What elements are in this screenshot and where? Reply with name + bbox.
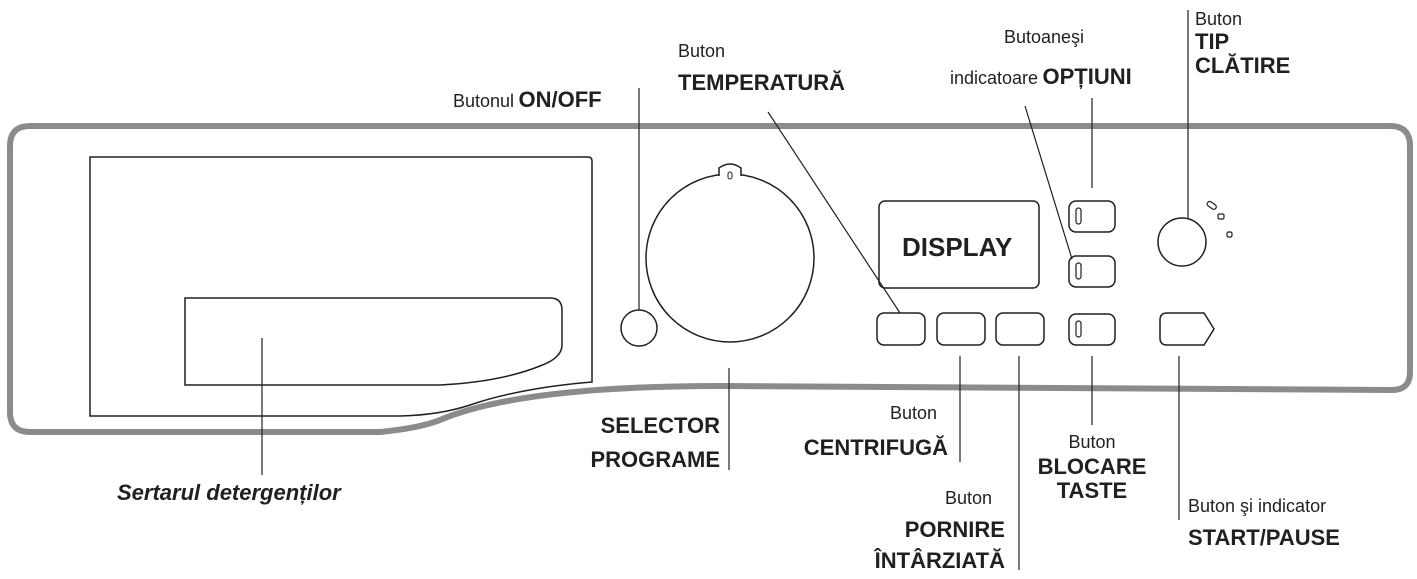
delay-start-name1: PORNIRE xyxy=(904,517,1005,542)
rinse-type-knob[interactable] xyxy=(1157,217,1207,267)
start-pause-name: START/PAUSE xyxy=(1188,525,1340,550)
option-indicator-2 xyxy=(1075,262,1082,280)
options-line2: indicatoare OPȚIUNI xyxy=(950,66,1132,88)
start-pause-prefix: Buton şi indicator xyxy=(1188,496,1327,516)
leader-option-middle xyxy=(1024,105,1073,260)
leader-temperature xyxy=(767,111,901,314)
delay-start-button[interactable] xyxy=(995,312,1045,346)
delay-start-prefix: Buton xyxy=(945,488,993,508)
on-off-label: Butonul ON/OFF xyxy=(453,89,602,111)
spin-button[interactable] xyxy=(936,312,986,346)
detergent-drawer-label: Sertarul detergenților xyxy=(117,480,341,505)
options-line1: Butoaneşi xyxy=(1004,27,1085,47)
control-panel-outline xyxy=(7,123,1413,435)
program-selector-indicator xyxy=(727,171,733,180)
rinse-indicator-1 xyxy=(1206,200,1217,210)
temperature-name: TEMPERATURĂ xyxy=(678,70,846,95)
detergent-drawer-handle xyxy=(184,297,563,386)
spin-name: CENTRIFUGĂ xyxy=(803,435,948,460)
start-pause-button[interactable] xyxy=(1159,312,1215,346)
options-name: OPȚIUNI xyxy=(1042,64,1132,89)
key-lock-indicator xyxy=(1075,320,1082,338)
program-selector-line1: SELECTOR xyxy=(600,413,720,438)
spin-prefix: Buton xyxy=(890,403,938,423)
temperature-button[interactable] xyxy=(876,312,926,346)
rinse-type-name2: CLĂTIRE xyxy=(1195,53,1291,78)
rinse-type-prefix: Buton xyxy=(1195,9,1243,29)
key-lock-name1: BLOCARE xyxy=(1037,454,1147,479)
rinse-indicator-3 xyxy=(1226,231,1233,238)
program-selector-notch xyxy=(718,163,742,176)
on-off-prefix: Butonul xyxy=(453,91,515,111)
option-indicator-1 xyxy=(1075,207,1082,225)
key-lock-prefix: Buton xyxy=(1068,432,1116,452)
delay-start-name2: ÎNTÂRZIATĂ xyxy=(874,548,1005,573)
on-off-name: ON/OFF xyxy=(518,87,602,112)
on-off-button[interactable] xyxy=(620,309,658,347)
rinse-indicator-2 xyxy=(1217,213,1225,220)
options-prefix: indicatoare xyxy=(950,68,1039,88)
key-lock-name2: TASTE xyxy=(1056,478,1128,503)
program-selector-line2: PROGRAME xyxy=(590,447,720,472)
display-screen xyxy=(878,200,1040,289)
program-selector-knob[interactable] xyxy=(645,173,815,343)
display-label: DISPLAY xyxy=(902,232,1013,262)
temperature-prefix: Buton xyxy=(678,41,726,61)
rinse-type-name1: TIP xyxy=(1195,29,1230,54)
